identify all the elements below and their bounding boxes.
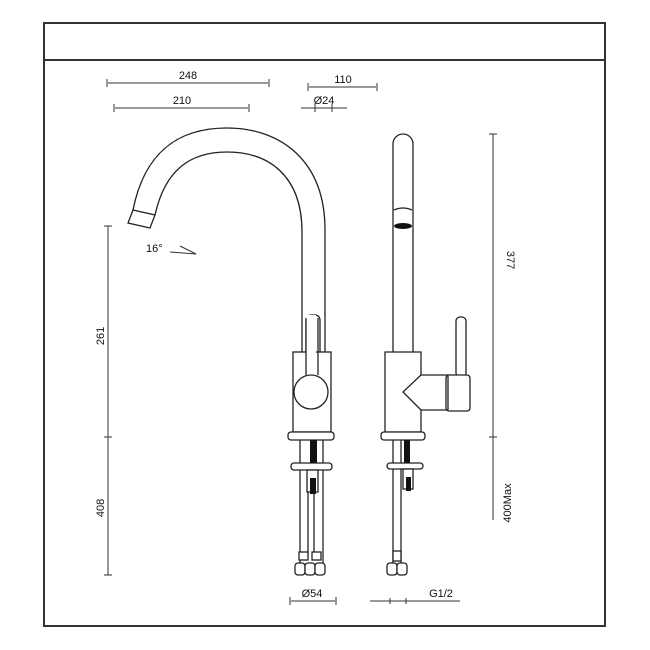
side-washer: [386, 462, 424, 470]
dim-base-diameter: Ø54: [302, 588, 323, 600]
cartridge-circle: [293, 374, 329, 410]
fixing-washer: [290, 462, 333, 471]
dim-spout-reach: 210: [173, 95, 191, 107]
base-flange: [287, 431, 335, 441]
dim-hose-length-front: 408: [95, 499, 107, 517]
side-cartridge: [445, 374, 471, 412]
dim-side-depth: 110: [334, 74, 352, 86]
hose-connectors: [294, 551, 326, 576]
mounting-stud: [310, 440, 317, 463]
dim-spout-angle: 16°: [146, 243, 163, 255]
title-block: [45, 24, 604, 61]
spout-aerator: [127, 209, 156, 229]
side-base-flange: [380, 431, 426, 441]
side-body: [384, 351, 451, 433]
side-hose-connector: [386, 550, 408, 576]
dim-spout-height: 261: [95, 327, 107, 345]
side-spout: [392, 133, 414, 352]
side-lever-handle: [455, 316, 467, 378]
spout-inner-line: [154, 151, 303, 352]
lever-stem: [306, 315, 316, 355]
front-view: [127, 127, 335, 576]
dim-total-height: 377: [504, 251, 516, 269]
dim-hose-length-side: 400Max: [502, 483, 514, 523]
side-view: [380, 133, 471, 576]
spout-outer-line: [132, 127, 326, 352]
drawing-frame: [43, 22, 606, 627]
spout-band: [394, 223, 412, 229]
dim-overall-reach: 248: [179, 70, 197, 82]
dimension-lines: [104, 79, 497, 605]
dim-connection-thread: G1/2: [429, 588, 453, 600]
dim-spout-diameter: Ø24: [314, 95, 335, 107]
